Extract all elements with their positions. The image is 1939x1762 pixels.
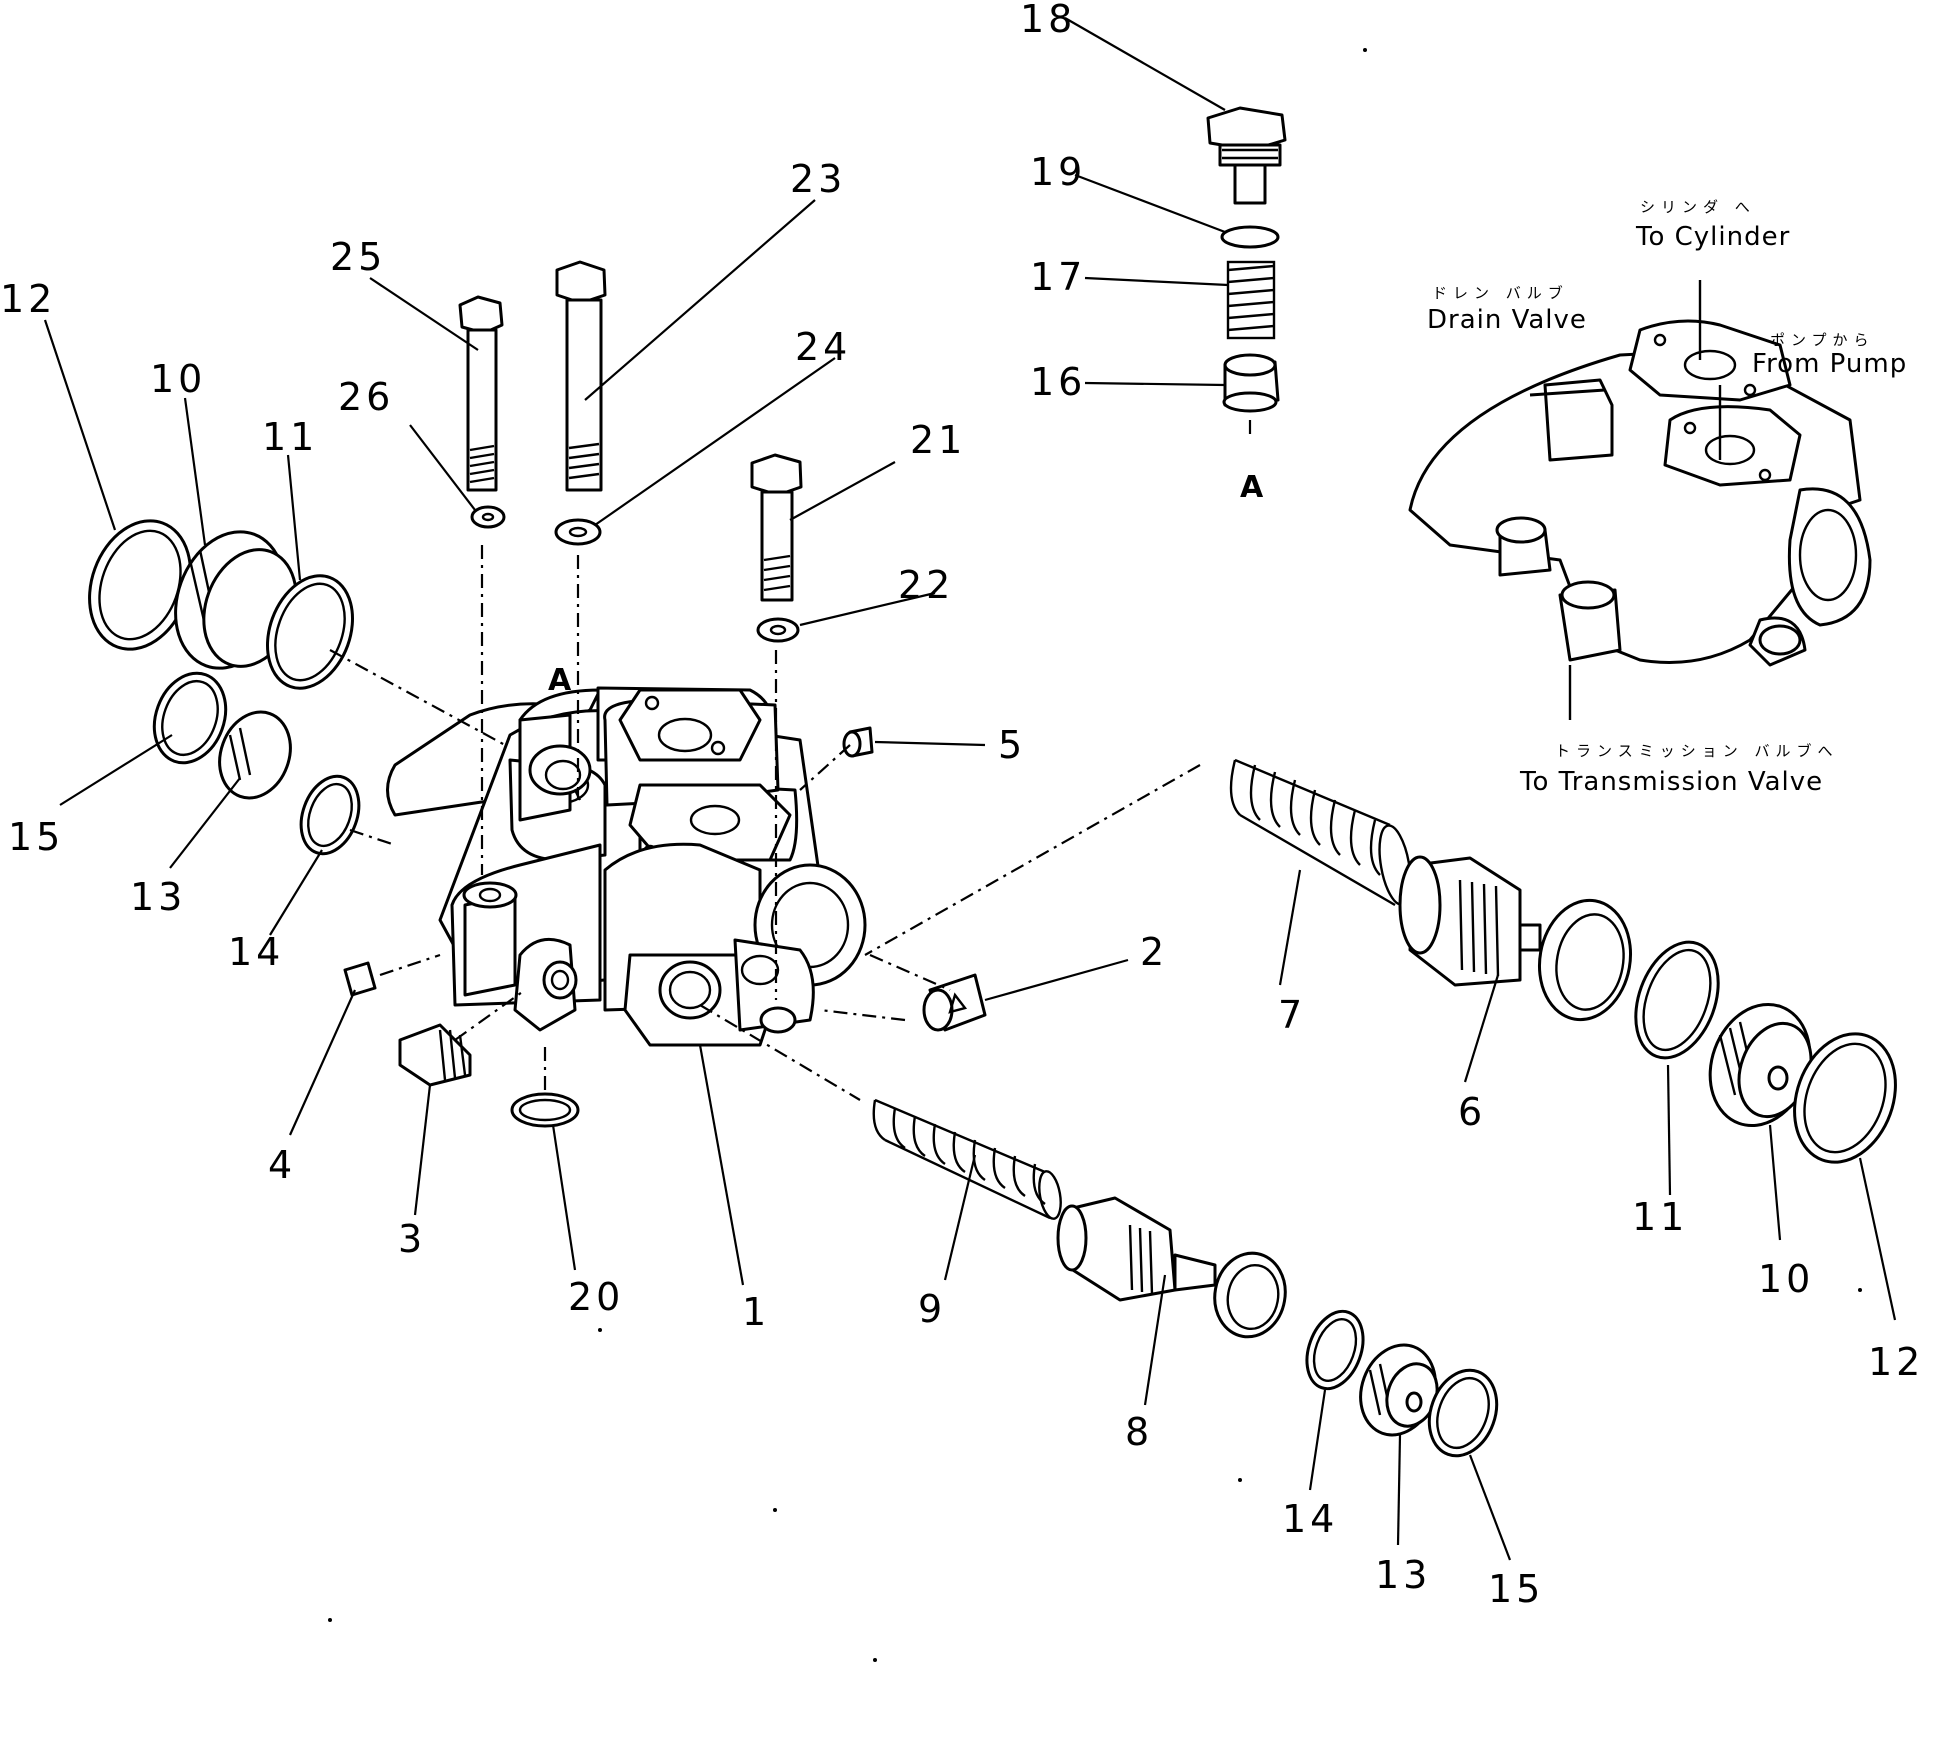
label-4: 4 (268, 1143, 296, 1187)
label-5: 5 (998, 723, 1026, 767)
label-11-right: 11 (1632, 1195, 1688, 1239)
assembly-centerlines (329, 420, 1252, 1101)
valve-16 (1222, 353, 1280, 413)
label-17: 17 (1030, 255, 1086, 299)
label-24: 24 (795, 325, 851, 369)
spring-7 (1229, 758, 1412, 907)
part-number-labels: 18 19 17 16 23 25 24 21 22 26 12 10 11 1… (0, 0, 1924, 1611)
label-15-right: 15 (1488, 1567, 1544, 1611)
drain-jp-label: ドレン バルブ (1432, 284, 1569, 302)
label-12-right: 12 (1868, 1340, 1924, 1384)
label-7: 7 (1278, 993, 1306, 1037)
drain-valve-label: Drain Valve (1427, 305, 1587, 335)
label-25: 25 (330, 235, 386, 279)
label-6: 6 (1458, 1090, 1486, 1134)
scan-specks (328, 48, 1862, 1662)
label-19: 19 (1030, 150, 1086, 194)
label-8: 8 (1125, 1410, 1153, 1454)
plug-18 (1206, 106, 1287, 205)
washer-24 (554, 518, 602, 546)
o-ring-14-left (299, 774, 361, 856)
bolt-25 (458, 295, 504, 492)
label-22: 22 (898, 563, 954, 607)
label-23: 23 (790, 157, 846, 201)
plug-10-left (174, 530, 298, 670)
label-14-right: 14 (1282, 1497, 1338, 1541)
view-mark-a-detail: A (1240, 470, 1264, 505)
cylinder-jp-label: シリンダ へ (1640, 198, 1756, 216)
o-ring-11-left (265, 574, 355, 690)
o-ring-14-right (1305, 1309, 1365, 1391)
label-13-left: 13 (130, 875, 186, 919)
plug-4 (343, 961, 377, 997)
o-ring-20 (510, 1092, 580, 1128)
plug-3 (398, 1023, 472, 1087)
spool-6 (1398, 855, 1633, 1022)
washer-26 (470, 505, 506, 529)
plug-2 (922, 973, 987, 1032)
bolt-23 (555, 260, 607, 492)
spring-9 (872, 1098, 1062, 1220)
label-11-left: 11 (262, 415, 318, 459)
view-mark-a-body: A (548, 663, 572, 698)
label-21: 21 (910, 418, 966, 462)
label-10-right: 10 (1758, 1257, 1814, 1301)
plug-13-right (1359, 1343, 1439, 1437)
plug-10-right (1708, 1002, 1813, 1128)
o-ring-11-right (1634, 940, 1720, 1060)
snap-ring-15-left (152, 671, 228, 765)
snap-ring-12-right (1793, 1032, 1897, 1164)
port-inset-view (1408, 280, 1872, 720)
label-20: 20 (568, 1275, 624, 1319)
snap-ring-15-right (1427, 1368, 1499, 1458)
label-2: 2 (1140, 930, 1168, 974)
plug-5 (842, 726, 874, 758)
label-12-left: 12 (0, 277, 56, 321)
label-14-left: 14 (228, 930, 284, 974)
label-18: 18 (1020, 0, 1076, 41)
label-3: 3 (398, 1217, 426, 1261)
label-1: 1 (742, 1290, 770, 1334)
o-ring-19 (1220, 225, 1280, 249)
transmission-port-label: To Transmission Valve (1519, 767, 1823, 797)
bolt-21 (750, 453, 803, 602)
pump-port-label: From Pump (1752, 349, 1907, 379)
label-13-right: 13 (1375, 1553, 1431, 1597)
label-10-left: 10 (150, 357, 206, 401)
label-26: 26 (338, 375, 394, 419)
plug-13-left (218, 710, 292, 800)
cylinder-port-label: To Cylinder (1635, 222, 1790, 252)
port-annotations: シリンダ へ To Cylinder ドレン バルブ Drain Valve ポ… (1427, 198, 1907, 797)
spool-8 (1056, 1196, 1287, 1339)
leader-lines (43, 17, 1897, 1561)
label-16: 16 (1030, 360, 1086, 404)
washer-22 (756, 617, 800, 643)
spring-17 (1226, 260, 1276, 340)
valve-body (386, 686, 867, 1047)
pump-jp-label: ポンプから (1770, 331, 1875, 349)
label-15-left: 15 (8, 815, 64, 859)
label-9: 9 (918, 1287, 946, 1331)
transmission-jp-label: トランスミッション バルブへ (1555, 742, 1838, 760)
